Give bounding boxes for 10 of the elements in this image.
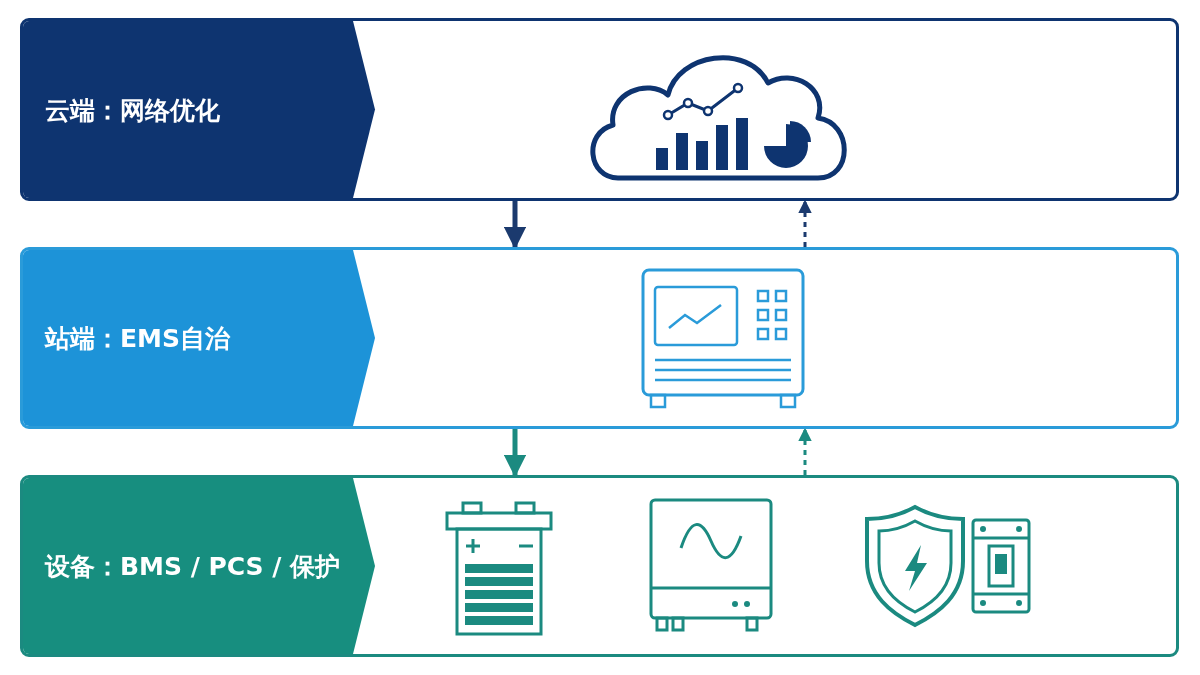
- layer-title: 设备：BMS / PCS / 保护: [45, 550, 341, 583]
- arrow: [798, 427, 812, 475]
- layer-title: 云端：网络优化: [45, 94, 220, 126]
- layer-band: [20, 475, 1179, 657]
- layer-band: [20, 18, 1179, 201]
- layer-band: [20, 247, 1179, 429]
- arrow: [798, 199, 812, 247]
- arrow: [503, 429, 527, 478]
- arrow: [503, 201, 527, 250]
- layer-title: 站端：EMS自治: [45, 322, 230, 355]
